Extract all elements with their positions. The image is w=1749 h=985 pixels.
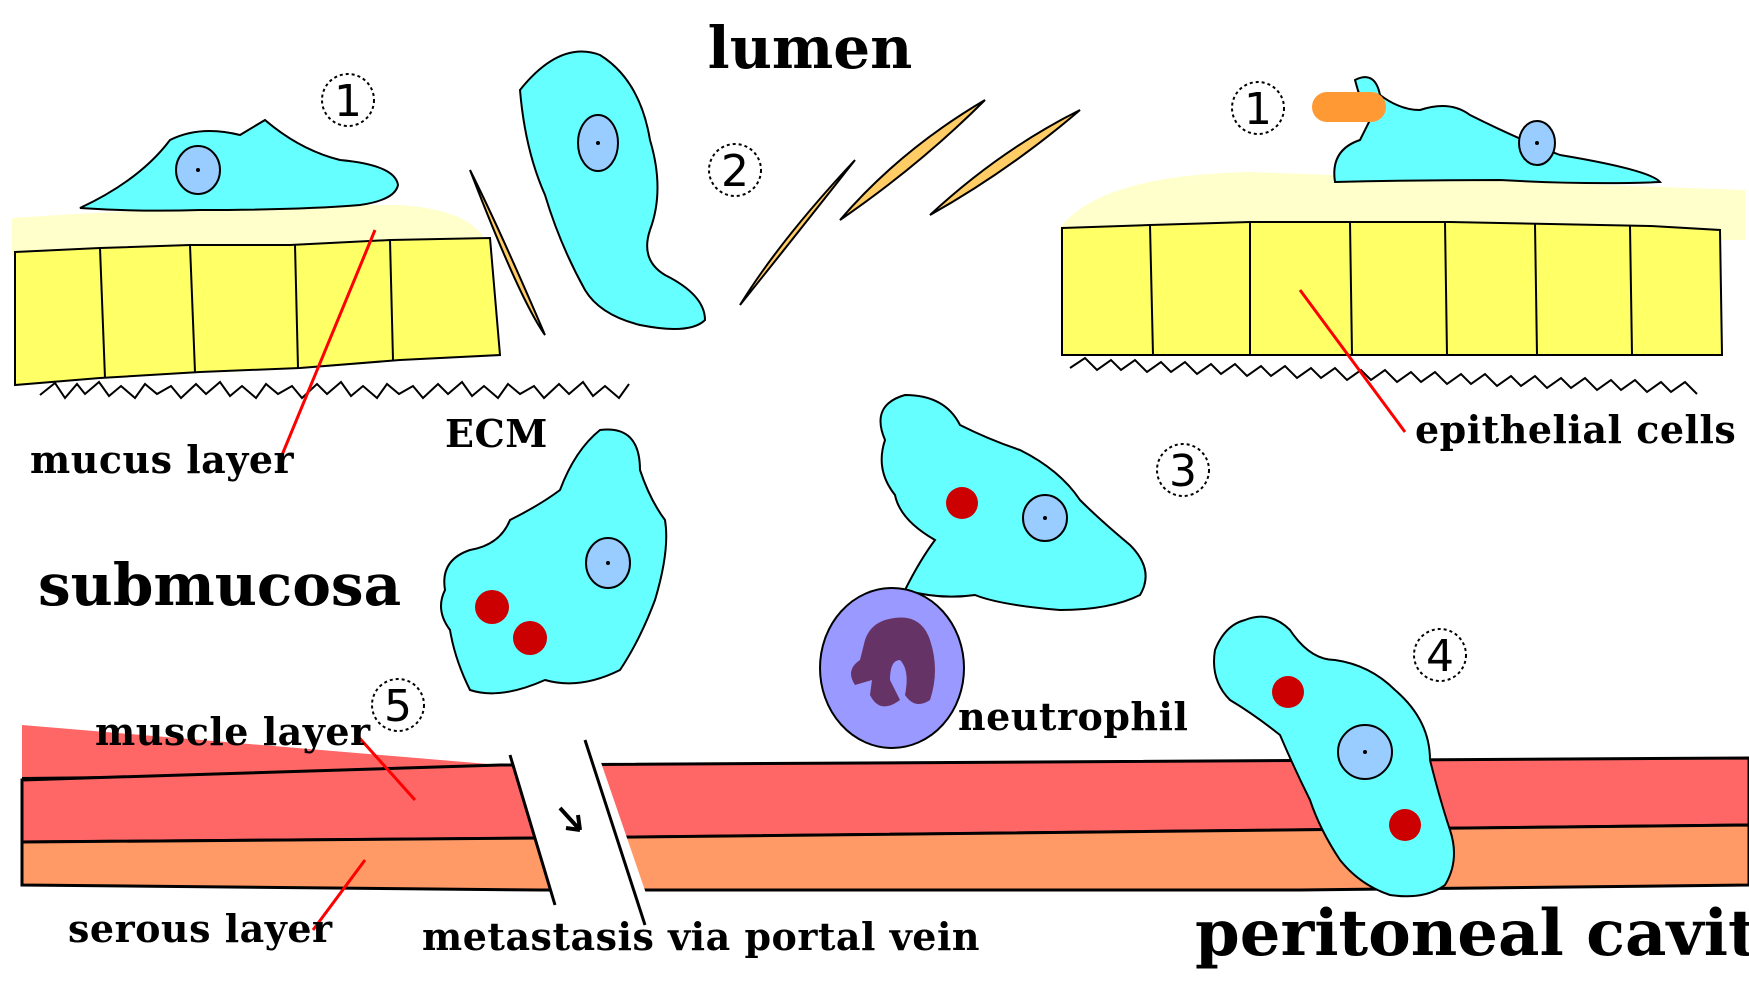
peritoneal-cavity-label: peritoneal cavity <box>1195 896 1749 971</box>
metastasis-label: metastasis via portal vein <box>422 914 980 959</box>
right-epithelial-cells <box>1062 222 1722 355</box>
right-epithelium <box>1060 172 1745 394</box>
muscle-serous-layers <box>22 725 1749 925</box>
mucus-layer-label: mucus layer <box>30 437 295 482</box>
serous-layer-label: serous layer <box>68 906 333 951</box>
ecm-label: ECM <box>445 411 548 456</box>
left-epithelial-cells <box>15 238 500 385</box>
ingested-red-blood-cell <box>1389 809 1421 841</box>
ingested-red-blood-cell <box>946 487 978 519</box>
orange-rod <box>1312 92 1386 122</box>
step-number: 3 <box>1169 446 1197 497</box>
amoeba-trophozoite-1-left <box>80 120 398 211</box>
step-number: 1 <box>334 76 362 127</box>
epithelial-cells-label: epithelial cells <box>1415 407 1736 452</box>
amoeba-trophozoite-1-right <box>1312 77 1660 183</box>
step-number: 1 <box>1244 84 1272 135</box>
step-number: 5 <box>384 681 412 732</box>
left-ecm-fibers <box>40 382 629 398</box>
left-epithelium <box>12 205 629 398</box>
ingested-red-blood-cell <box>1272 676 1304 708</box>
amoeba-trophozoite-3 <box>881 395 1146 610</box>
neutrophil-cell <box>820 588 964 748</box>
lumen-label: lumen <box>708 14 913 82</box>
right-ecm-fibers <box>1070 358 1697 394</box>
bacterium <box>840 100 985 220</box>
amoeba-trophozoite-submucosa <box>441 430 666 694</box>
ingested-red-blood-cell <box>475 590 509 624</box>
step-number: 4 <box>1426 631 1454 682</box>
neutrophil-label: neutrophil <box>958 694 1188 739</box>
ingested-red-blood-cell <box>513 621 547 655</box>
step-number: 2 <box>721 146 749 197</box>
muscle-layer-label: muscle layer <box>95 709 371 754</box>
amoeba-trophozoite-2 <box>520 52 705 329</box>
submucosa-label: submucosa <box>38 551 401 619</box>
